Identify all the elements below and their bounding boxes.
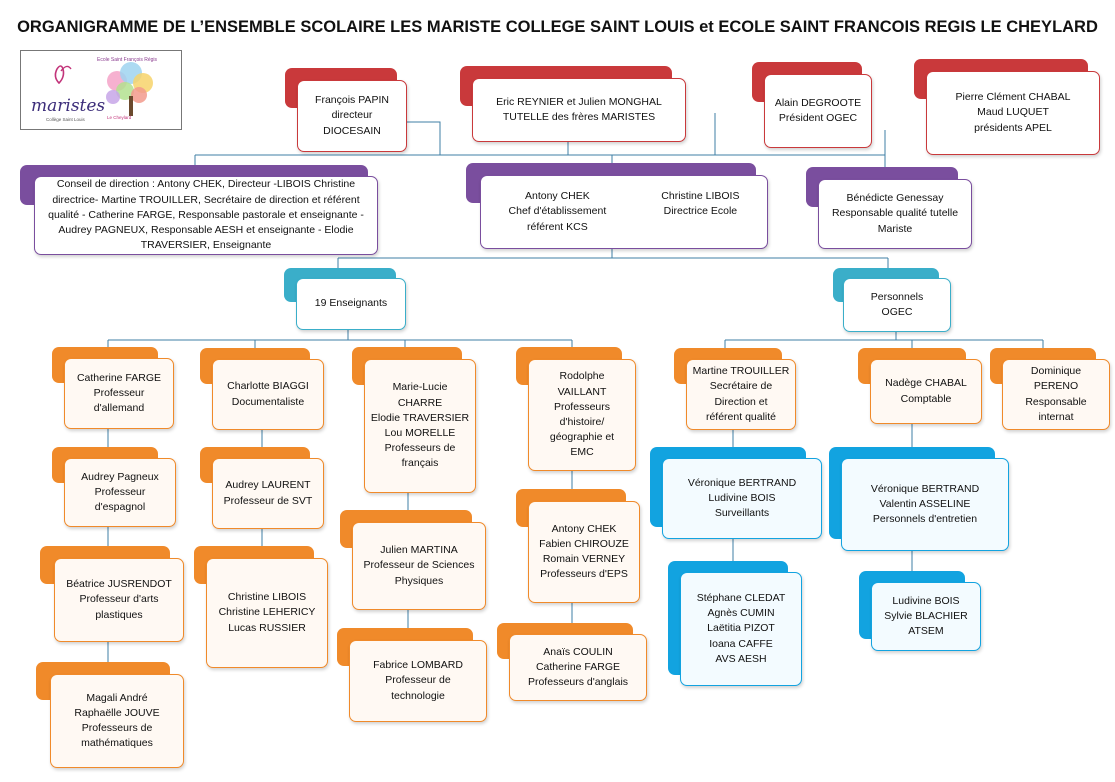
diocesain-node: François PAPIN directeur DIOCESAIN — [285, 68, 407, 154]
teacher-farge-node: Catherine FARGE Professeur d'allemand — [52, 347, 174, 429]
conseil-text: Conseil de direction : Antony CHEK, Dire… — [34, 176, 378, 255]
staff-pereno-node: Dominique PERENO Responsable internat — [990, 348, 1110, 430]
logo-box: maristes Collège Saint Louis Ecole Saint… — [20, 50, 182, 130]
teacher-jusrendot-node: Béatrice JUSRENDOT Professeur d'arts pla… — [40, 546, 184, 642]
teacher-maths-node: Magali André Raphaëlle JOUVE Professeurs… — [36, 662, 184, 768]
tree-logo: Ecole Saint François Régis Le Cheylard — [97, 57, 158, 120]
teacher-eps-text: Antony CHEK Fabien CHIROUZE Romain VERNE… — [528, 501, 640, 603]
maristes-logo-sub: Collège Saint Louis — [46, 117, 86, 122]
staff-entretien-node: Véronique BERTRAND Valentin ASSELINE Per… — [829, 447, 1009, 551]
staff-trouiller-node: Martine TROUILLER Secrétaire de Directio… — [674, 348, 796, 430]
teacher-eps-node: Antony CHEK Fabien CHIROUZE Romain VERNE… — [516, 489, 640, 603]
staff-chabal-node: Nadège CHABAL Comptable — [858, 348, 982, 424]
conseil-node: Conseil de direction : Antony CHEK, Dire… — [20, 165, 382, 257]
teacher-maths-text: Magali André Raphaëlle JOUVE Professeurs… — [50, 674, 184, 768]
teacher-histoire-text: Rodolphe VAILLANT Professeurs d'histoire… — [528, 359, 636, 471]
diocesain-text: François PAPIN directeur DIOCESAIN — [297, 80, 407, 152]
teacher-pagneux-node: Audrey Pagneux Professeur d'espagnol — [52, 447, 176, 527]
qualite-text: Bénédicte Genessay Responsable qualité t… — [818, 179, 972, 249]
teacher-anglais-node: Anaïs COULIN Catherine FARGE Professeurs… — [497, 623, 647, 701]
teacher-francais-text: Marie-Lucie CHARRE Elodie TRAVERSIER Lou… — [364, 359, 476, 493]
maristes-logo-text: maristes — [31, 96, 105, 116]
teacher-lombard-text: Fabrice LOMBARD Professeur de technologi… — [349, 640, 487, 722]
apel-text: Pierre Clément CHABAL Maud LUQUET présid… — [926, 71, 1100, 155]
teacher-martina-node: Julien MARTINA Professeur de Sciences Ph… — [340, 510, 486, 610]
teacher-pagneux-text: Audrey Pagneux Professeur d'espagnol — [64, 458, 176, 527]
teacher-biaggi-text: Charlotte BIAGGI Documentaliste — [212, 359, 324, 430]
staff-trouiller-text: Martine TROUILLER Secrétaire de Directio… — [686, 359, 796, 430]
staff-chabal-text: Nadège CHABAL Comptable — [870, 359, 982, 424]
enseignants-text: 19 Enseignants — [296, 278, 406, 330]
direction-node: Antony CHEK Chef d'établissement référen… — [466, 163, 770, 249]
staff-aesh-node: Stéphane CLEDAT Agnès CUMIN Laëtitia PIZ… — [668, 561, 802, 687]
enseignants-node: 19 Enseignants — [284, 268, 406, 330]
page-title: ORGANIGRAMME DE L’ENSEMBLE SCOLAIRE LES … — [17, 18, 1098, 36]
direction-right-text: Christine LIBOIS Directrice Ecole — [661, 189, 740, 217]
ecole-logo-text: Ecole Saint François Régis — [97, 57, 158, 63]
staff-pereno-text: Dominique PERENO Responsable internat — [1002, 359, 1110, 430]
tutelle-node: Eric REYNIER et Julien MONGHAL TUTELLE d… — [460, 66, 686, 142]
direction-box: Antony CHEK Chef d'établissement référen… — [480, 175, 768, 249]
teacher-farge-text: Catherine FARGE Professeur d'allemand — [64, 358, 174, 429]
personnels-node: Personnels OGEC — [833, 268, 951, 332]
direction-left-text: Antony CHEK Chef d'établissement référen… — [508, 190, 607, 233]
cheylard-logo-text: Le Cheylard — [107, 115, 132, 120]
apel-node: Pierre Clément CHABAL Maud LUQUET présid… — [914, 59, 1100, 155]
teacher-laurent-text: Audrey LAURENT Professeur de SVT — [212, 458, 324, 529]
qualite-node: Bénédicte Genessay Responsable qualité t… — [806, 167, 972, 249]
ogec-president-text: Alain DEGROOTE Président OGEC — [764, 74, 872, 148]
ogec-president-node: Alain DEGROOTE Président OGEC — [752, 62, 872, 148]
maristes-logo: maristes Collège Saint Louis Ecole Saint… — [31, 57, 158, 122]
teacher-anglais-text: Anaïs COULIN Catherine FARGE Professeurs… — [509, 634, 647, 701]
teacher-laurent-node: Audrey LAURENT Professeur de SVT — [200, 447, 324, 529]
personnels-text: Personnels OGEC — [843, 278, 951, 332]
teacher-libois-node: Christine LIBOIS Christine LEHERICY Luca… — [194, 546, 328, 668]
teacher-biaggi-node: Charlotte BIAGGI Documentaliste — [200, 348, 324, 430]
teacher-martina-text: Julien MARTINA Professeur de Sciences Ph… — [352, 522, 486, 610]
line-diocesain — [405, 121, 441, 155]
teacher-jusrendot-text: Béatrice JUSRENDOT Professeur d'arts pla… — [54, 558, 184, 642]
tutelle-text: Eric REYNIER et Julien MONGHAL TUTELLE d… — [472, 78, 686, 142]
staff-surveillants-node: Véronique BERTRAND Ludivine BOIS Surveil… — [650, 447, 822, 539]
teacher-libois-text: Christine LIBOIS Christine LEHERICY Luca… — [206, 558, 328, 668]
staff-surveillants-text: Véronique BERTRAND Ludivine BOIS Surveil… — [662, 458, 822, 539]
teacher-histoire-node: Rodolphe VAILLANT Professeurs d'histoire… — [516, 347, 636, 471]
staff-aesh-text: Stéphane CLEDAT Agnès CUMIN Laëtitia PIZ… — [680, 572, 802, 686]
teacher-francais-node: Marie-Lucie CHARRE Elodie TRAVERSIER Lou… — [352, 347, 476, 493]
teacher-lombard-node: Fabrice LOMBARD Professeur de technologi… — [337, 628, 487, 722]
staff-entretien-text: Véronique BERTRAND Valentin ASSELINE Per… — [841, 458, 1009, 551]
staff-atsem-text: Ludivine BOIS Sylvie BLACHIER ATSEM — [871, 582, 981, 651]
staff-atsem-node: Ludivine BOIS Sylvie BLACHIER ATSEM — [859, 571, 981, 651]
